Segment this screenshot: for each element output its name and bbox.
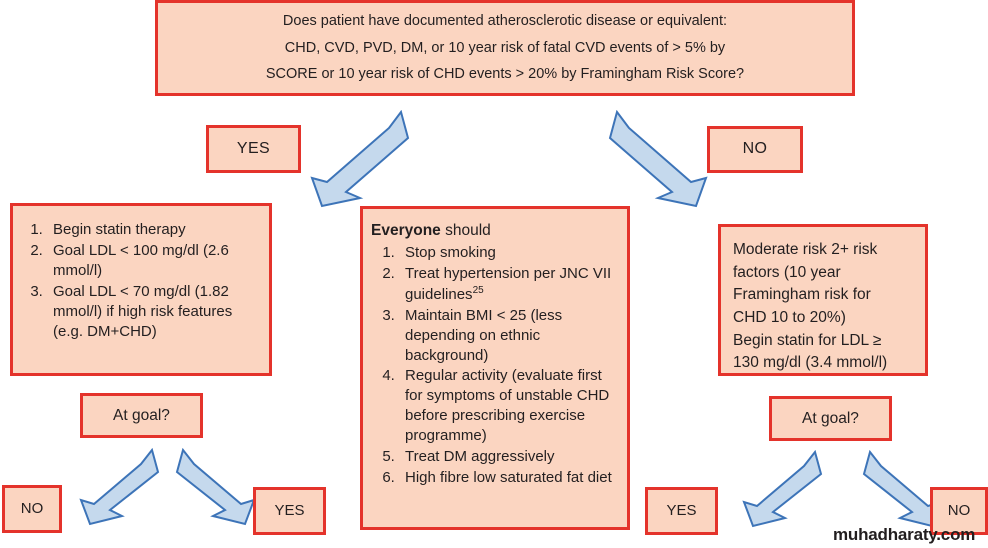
right-no-box: NO xyxy=(930,487,988,535)
right-at-goal-text: At goal? xyxy=(802,409,859,427)
arrow-right-goal-to-yes xyxy=(742,450,823,528)
left-treatment-list: Begin statin therapy Goal LDL < 100 mg/d… xyxy=(17,220,259,343)
list-item: Stop smoking xyxy=(399,243,619,263)
right-line-2: factors (10 year xyxy=(733,263,841,281)
no-label-top-text: NO xyxy=(742,140,768,158)
list-item: High fibre low saturated fat diet xyxy=(399,468,619,488)
right-moderate-risk-box: Moderate risk 2+ risk factors (10 year F… xyxy=(718,224,928,376)
reference-superscript: 25 xyxy=(472,284,484,296)
left-no-box: NO xyxy=(2,485,62,533)
left-at-goal-text: At goal? xyxy=(113,406,170,424)
question-line-2: CHD, CVD, PVD, DM, or 10 year risk of fa… xyxy=(284,39,726,56)
everyone-list: Stop smoking Treat hypertension per JNC … xyxy=(369,243,619,488)
right-line-6: 130 mg/dl (3.4 mmol/l) xyxy=(733,354,888,372)
list-item: Treat hypertension per JNC VII guideline… xyxy=(399,264,619,305)
left-at-goal-box: At goal? xyxy=(80,393,203,438)
right-line-1: Moderate risk 2+ risk xyxy=(733,241,878,258)
arrow-left-goal-to-yes xyxy=(175,448,256,526)
everyone-heading: Everyone should xyxy=(371,221,619,241)
left-treatment-box: Begin statin therapy Goal LDL < 100 mg/d… xyxy=(10,203,272,376)
right-line-3: Framingham risk for xyxy=(733,286,871,304)
list-item: Goal LDL < 100 mg/dl (2.6 mmol/l) xyxy=(47,241,259,281)
question-line-1: Does patient have documented atheroscler… xyxy=(282,12,728,29)
left-no-text: NO xyxy=(20,500,44,518)
everyone-box: Everyone should Stop smoking Treat hyper… xyxy=(360,206,630,530)
left-yes-box: YES xyxy=(253,487,326,535)
watermark-text: muhadharaty.com xyxy=(833,525,976,544)
list-item: Regular activity (evaluate first for sym… xyxy=(399,366,619,446)
arrow-left-goal-to-no xyxy=(79,448,160,526)
question-box: Does patient have documented atheroscler… xyxy=(155,0,855,96)
no-label-top: NO xyxy=(707,126,803,173)
list-item: Maintain BMI < 25 (less depending on eth… xyxy=(399,306,619,366)
list-item: Goal LDL < 70 mg/dl (1.82 mmol/l) if hig… xyxy=(47,282,259,342)
yes-label-top-text: YES xyxy=(236,139,271,157)
everyone-heading-rest: should xyxy=(440,222,491,239)
right-line-4: CHD 10 to 20%) xyxy=(733,308,846,326)
right-line-5: Begin statin for LDL ≥ xyxy=(733,331,882,349)
question-line-3: SCORE or 10 year risk of CHD events > 20… xyxy=(265,66,745,83)
right-yes-box: YES xyxy=(645,487,718,535)
list-item: Begin statin therapy xyxy=(47,220,259,240)
list-item-text: Treat hypertension per JNC VII guideline… xyxy=(405,264,612,303)
right-no-text: NO xyxy=(947,502,971,520)
right-yes-text: YES xyxy=(666,502,697,520)
arrow-question-to-right xyxy=(608,110,708,208)
right-moderate-risk-text: Moderate risk 2+ risk factors (10 year F… xyxy=(733,239,917,375)
left-yes-text: YES xyxy=(274,502,305,520)
right-at-goal-box: At goal? xyxy=(769,396,892,441)
yes-label-top: YES xyxy=(206,125,301,173)
arrow-question-to-left xyxy=(310,110,410,208)
everyone-heading-bold: Everyone xyxy=(371,222,441,239)
watermark: muhadharaty.com xyxy=(833,525,975,545)
question-text: Does patient have documented atheroscler… xyxy=(170,8,840,88)
list-item: Treat DM aggressively xyxy=(399,447,619,467)
